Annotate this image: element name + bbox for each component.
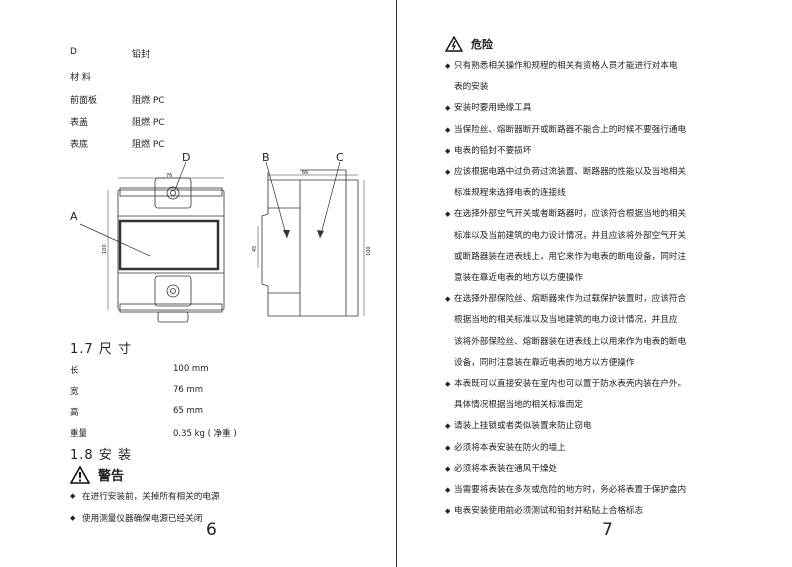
diamond-bullet-icon: ◆ — [445, 422, 451, 431]
danger-item-line: 该将外部保险丝、熔断器装在进表线上以用来作为电表的断电 — [454, 336, 687, 347]
diamond-bullet-icon: ◆ — [445, 62, 451, 70]
label-b: B — [262, 151, 270, 164]
meter-dimension-drawing: A B C D 76 100 66 100 45 — [70, 151, 372, 323]
dim-front-height: 100 — [102, 244, 108, 254]
dim-side-width: 66 — [302, 170, 308, 176]
diamond-bullet-icon: ◆ — [445, 210, 451, 219]
label-a: A — [70, 210, 78, 223]
danger-item-line: 标准以及当前建筑的电力设计情况，并且应该将外部空气开关 — [454, 230, 687, 241]
danger-item-line: 安装时要用绝缘工具 — [454, 103, 532, 114]
danger-item-line: 设备，同时注意装在靠近电表的地方以方便操作 — [454, 357, 635, 368]
diamond-bullet-icon: ◆ — [445, 146, 451, 155]
dim-side-inner: 45 — [252, 246, 258, 252]
diamond-bullet-icon: ◆ — [445, 486, 451, 494]
danger-item-line: 当保险丝、熔断器断开或断路器不能合上的时候不要强行通电 — [454, 124, 687, 135]
danger-heading: 危险 — [445, 36, 493, 52]
danger-item-line: 在选择外部保险丝、熔断器来作为过载保护装置时，应该符合 — [454, 294, 687, 305]
diamond-bullet-icon: ◆ — [445, 443, 451, 452]
danger-item-line: 应该根据电路中过负荷过流装置、断路器的性能以及当地相关 — [454, 167, 687, 177]
front-view-body — [117, 189, 225, 311]
left-page: D 铅封 材 料 前面板 阻燃 PC 表盖 阻燃 PC 表底 阻燃 PC — [70, 47, 372, 540]
danger-item-line: 本表既可以直接安装在室内也可以置于防水表壳内装在户外。 — [454, 379, 687, 389]
page-number-left: 6 — [206, 520, 217, 540]
danger-item-line: 在选择外部空气开关或者断路器时，应该符合根据当地的相关 — [454, 209, 687, 220]
warning-item: ◆ 在进行安装前，关掉所有相关的电源 — [70, 492, 220, 502]
danger-item-line: 具体情况根据当地的相关标准而定 — [454, 400, 583, 411]
danger-item-line: 电表安装使用前必须测试和铅封并粘贴上合格标志 — [454, 506, 644, 517]
diamond-bullet-icon: ◆ — [70, 492, 76, 500]
section-install-title: 1.8 安 装 — [70, 448, 132, 463]
diamond-bullet-icon: ◆ — [445, 104, 451, 113]
warning-heading: 警告 — [70, 465, 124, 484]
warning-title: 警告 — [98, 469, 125, 484]
label-d: D — [182, 151, 190, 164]
front-top-terminal — [154, 177, 192, 209]
dim-front-width: 76 — [166, 173, 172, 179]
danger-item-line: 当需要将表装在多灰或危险的地方时，务必将表置于保护盒内 — [454, 485, 687, 495]
section-size-title: 1.7 尺 寸 — [70, 342, 132, 357]
diamond-bullet-icon: ◆ — [445, 380, 451, 388]
danger-item-line: 意装在靠近电表的地方以方便操作 — [454, 272, 583, 283]
diamond-bullet-icon: ◆ — [445, 295, 451, 304]
danger-title: 危险 — [471, 38, 493, 51]
danger-item-line: 根据当地的相关标准以及当地建筑的电力设计情况，并且应 — [454, 315, 678, 326]
warning-item: ◆ 使用测量仪器确保电源已经关闭 — [70, 514, 203, 524]
danger-item-line: 电表的铅封不要损坏 — [454, 145, 532, 156]
right-page: 危险 ◆只有熟悉相关操作和规程的相关有资格人员才能进行对本电表的安装◆安装时要用… — [397, 0, 792, 567]
diamond-bullet-icon: ◆ — [445, 125, 451, 134]
danger-item-line: 请装上挂锁或者类似装置来防止窃电 — [454, 421, 592, 432]
danger-item-line: 表的安装 — [454, 82, 489, 93]
diamond-bullet-icon: ◆ — [445, 464, 451, 473]
dim-side-height: 100 — [366, 246, 372, 256]
label-c: C — [336, 151, 344, 164]
danger-item-line: 必须将本表装在通风干燥处 — [454, 463, 558, 474]
diamond-bullet-icon: ◆ — [70, 514, 76, 522]
danger-item-line: 只有熟悉相关操作和规程的相关有资格人员才能进行对本电 — [454, 61, 678, 71]
electric-hazard-icon — [445, 36, 463, 52]
danger-item-line: 标准规程来选择电表的连接线 — [454, 188, 566, 199]
front-bottom-terminal — [154, 275, 192, 307]
page-number-right: 7 — [602, 520, 613, 540]
front-window — [118, 219, 220, 271]
page-divider — [396, 0, 397, 567]
danger-item-line: 或断路器装在进表线上，用它来作为电表的断电设备，同时注 — [454, 251, 687, 262]
diamond-bullet-icon: ◆ — [445, 168, 451, 176]
diamond-bullet-icon: ◆ — [445, 507, 451, 516]
danger-item-line: 必须将本表安装在防火的墙上 — [454, 442, 566, 453]
warning-triangle-icon — [70, 465, 90, 484]
side-view-body — [261, 179, 359, 317]
